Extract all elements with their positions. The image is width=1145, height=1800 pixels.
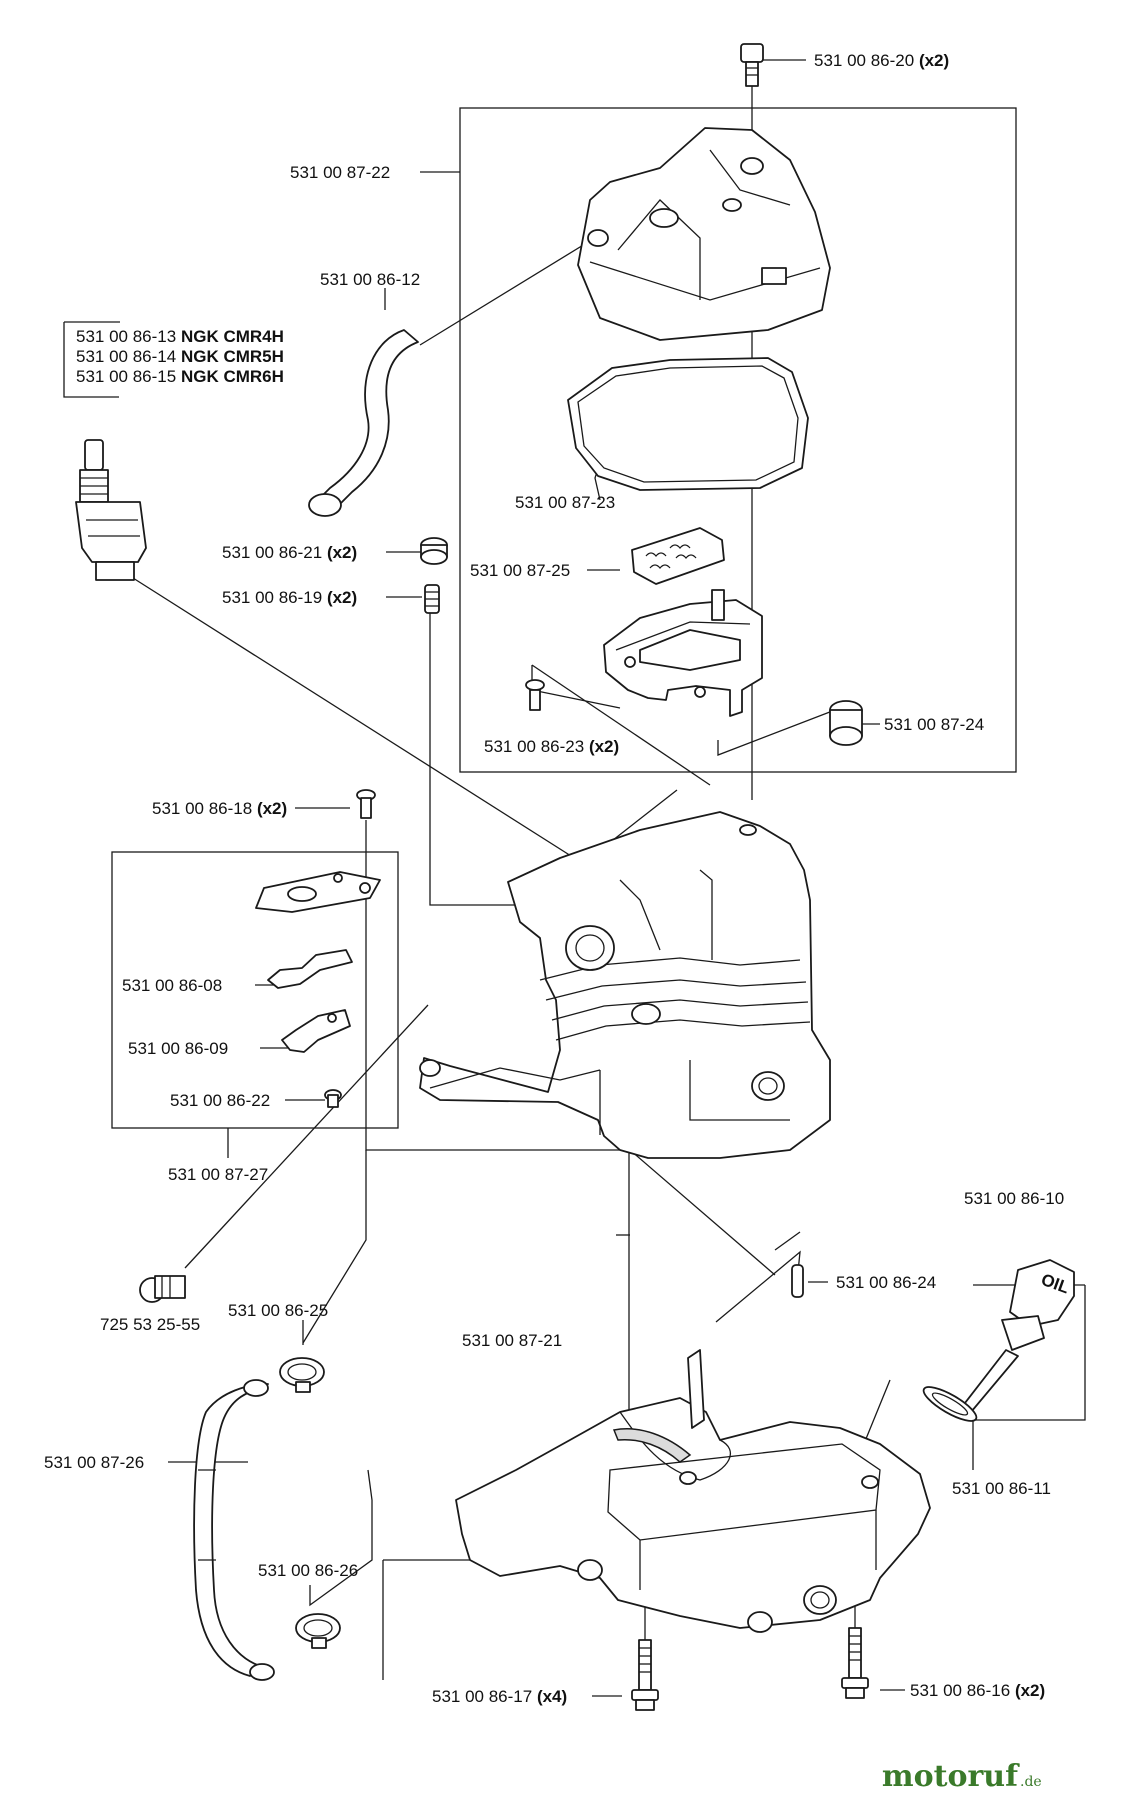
callout-531-00-86-17: 531 00 86-17 (x4) [432,1687,567,1706]
spark-plug-icon [75,439,147,581]
callout-531-00-86-09: 531 00 86-09 [128,1039,228,1058]
callout-531-00-87-25: 531 00 87-25 [470,561,570,580]
crankcase-icon [455,1349,931,1633]
rocker-housing-icon [603,589,763,717]
nut-86-21-icon [420,537,448,565]
stud-86-19-icon [424,584,440,614]
breather-tube-icon [193,1379,275,1681]
svg-text:531 00 86-15 NGK CMR6H: 531 00 86-15 NGK CMR6H [76,367,284,386]
hex-screw-icon [139,1275,186,1303]
callout-531-00-86-23: 531 00 86-23 (x2) [484,737,619,756]
callout-531-00-86-10: 531 00 86-10 [964,1189,1064,1208]
callout-531-00-87-26: 531 00 87-26 [44,1453,144,1472]
dipstick-oring-icon [922,1386,978,1422]
callout-531-00-86-19: 531 00 86-19 (x2) [222,588,357,607]
reed-valve-icon [267,949,353,989]
valve-cover-gasket-icon [567,357,809,491]
screw-86-23-icon [525,679,545,711]
svg-text:531 00 86-14 NGK CMR5H: 531 00 86-14 NGK CMR5H [76,347,284,366]
callout-531-00-86-20: 531 00 86-20 (x2) [814,51,949,70]
bushing-87-24-icon [829,700,863,746]
bolt-86-16-icon [841,1627,869,1699]
valve-assembly-group-box [111,851,399,1129]
callout-531-00-86-25: 531 00 86-25 [228,1301,328,1320]
valve-plate-icon [255,871,381,913]
svg-text:motoruf: motoruf [882,1759,1020,1794]
valve-cover-group-box [459,107,1017,773]
callout-531-00-86-11: 531 00 86-11 [952,1479,1051,1498]
svg-text:531 00 86-13 NGK CMR4H: 531 00 86-13 NGK CMR4H [76,327,284,346]
callout-531-00-86-12: 531 00 86-12 [320,270,420,289]
callout-531-00-86-22: 531 00 86-22 [170,1091,270,1110]
screw-86-20-icon [740,43,764,87]
dowel-pin-icon [791,1264,804,1298]
callout-531-00-87-21: 531 00 87-21 [462,1331,562,1350]
bolt-86-17-icon [631,1639,659,1711]
callout-531-00-86-08: 531 00 86-08 [122,976,222,995]
screw-86-18-icon [356,789,376,819]
callout-spark-plug-variants: 531 00 86-13 NGK CMR4H 531 00 86-14 NGK … [76,327,284,386]
callout-531-00-87-23: 531 00 87-23 [515,493,615,512]
screw-86-22-icon [324,1089,342,1108]
callout-531-00-86-26: 531 00 86-26 [258,1561,358,1580]
callout-531-00-86-18: 531 00 86-18 (x2) [152,799,287,818]
callout-531-00-86-16: 531 00 86-16 (x2) [910,1681,1045,1700]
cylinder-block-icon [419,811,831,1159]
callout-531-00-86-21: 531 00 86-21 (x2) [222,543,357,562]
valve-cover-icon [577,127,831,341]
watermark-logo: motoruf .de [882,1759,1042,1794]
callout-531-00-87-22: 531 00 87-22 [290,163,390,182]
filter-element-icon [631,527,725,585]
breather-hose-icon [308,329,419,517]
callout-531-00-87-27: 531 00 87-27 [168,1165,268,1184]
callout-725-53-25-55: 725 53 25-55 [100,1315,200,1334]
hose-clamp-upper-icon [279,1357,325,1393]
svg-text:.de: .de [1020,1774,1042,1790]
valve-stop-icon [281,1009,351,1053]
callout-531-00-87-24: 531 00 87-24 [884,715,984,734]
callout-531-00-86-24: 531 00 86-24 [836,1273,936,1292]
hose-clamp-lower-icon [295,1613,341,1649]
oil-dipstick-icon: OIL [957,1259,1075,1419]
